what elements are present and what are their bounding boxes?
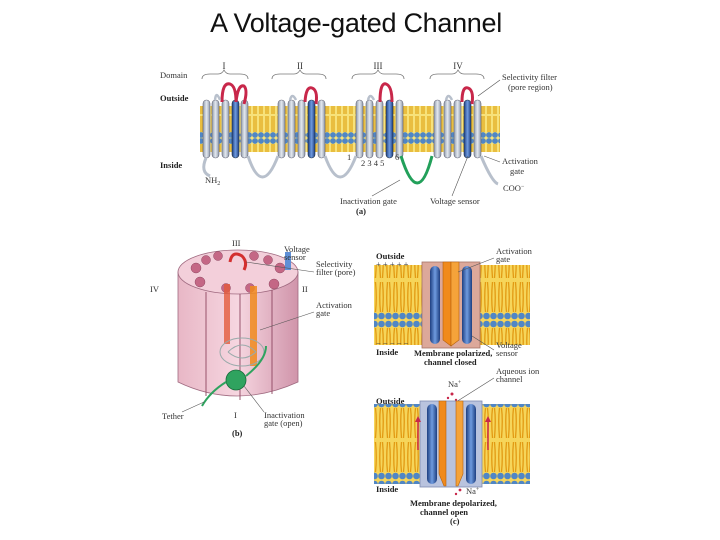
- domain-label: Domain: [160, 70, 188, 80]
- inactivation-gate-ball: [225, 369, 247, 391]
- activation-label-c: Activation: [496, 246, 533, 256]
- domain-label-iv: IV: [453, 61, 463, 71]
- label-iii: III: [232, 238, 241, 248]
- aqueous-label2: channel: [496, 374, 523, 384]
- intracellular-loops: [202, 93, 499, 186]
- voltage-sensor-label-b2: sensor: [284, 252, 306, 262]
- domain-label-i: I: [223, 61, 226, 71]
- panel-c-gating: Outside + + + + + Activation gate − − − …: [374, 246, 540, 526]
- depolarized-label: Membrane depolarized,: [410, 498, 497, 508]
- selectivity-filter-label-a: Selectivity filter: [502, 72, 557, 82]
- domain-label-ii: II: [297, 61, 303, 71]
- outside-label-c2: Outside: [376, 396, 405, 406]
- inactivation-gate-label-a: Inactivation gate: [340, 196, 397, 206]
- label-ii: II: [302, 284, 308, 294]
- segment-6-label: 6: [395, 152, 399, 162]
- segment-1-label: 1: [347, 152, 351, 162]
- selectivity-label-b2: filter (pore): [316, 267, 356, 277]
- panel-b-3d-channel: III IV II I Voltage sensor Selectivity f…: [150, 238, 356, 438]
- domain-ii-helices: [277, 86, 326, 159]
- outside-label-c1: Outside: [376, 251, 405, 261]
- channel-closed-label: channel closed: [424, 357, 477, 367]
- channel-cylinder: [177, 271, 299, 397]
- aqueous-label: Aqueous ion: [496, 366, 540, 376]
- channel-open-label: channel open: [420, 507, 468, 517]
- domain-i-helices: [202, 82, 249, 159]
- panel-b-label: (b): [232, 428, 243, 438]
- coo-label: COO−: [503, 183, 525, 193]
- plus-charges: + + + + +: [376, 259, 409, 269]
- activation-gate-label-a: Activation: [502, 156, 539, 166]
- tether-label: Tether: [162, 411, 184, 421]
- domain-iv-helices: [433, 86, 482, 159]
- selectivity-label-b: Selectivity: [316, 259, 353, 269]
- activation-label-b2: gate: [316, 308, 330, 318]
- inside-label-c2: Inside: [376, 484, 398, 494]
- activation-label-b: Activation: [316, 300, 353, 310]
- activation-gate-label-a2: gate: [510, 166, 524, 176]
- voltage-sensor-label-a: Voltage sensor: [430, 196, 480, 206]
- segment-2345-label: 2 3 4 5: [361, 158, 384, 168]
- inside-label-c1: Inside: [376, 347, 398, 357]
- label-iv: IV: [150, 284, 160, 294]
- domain-iii-helices: [355, 82, 404, 159]
- domain-label-iii: III: [374, 61, 383, 71]
- inside-label-a: Inside: [160, 160, 182, 170]
- panel-a-topology: I II III IV Domain Outside Inside NH2 CO…: [160, 61, 557, 216]
- voltage-sensor-label-c: Voltage: [496, 340, 522, 350]
- voltage-sensor-label-c2: sensor: [496, 348, 518, 358]
- minus-charges: − − − − −: [376, 338, 409, 348]
- outside-label-a: Outside: [160, 93, 189, 103]
- panel-c-label: (c): [450, 516, 460, 526]
- page-title: A Voltage-gated Channel: [210, 8, 502, 38]
- label-i: I: [234, 410, 237, 420]
- na-top: Na+: [448, 379, 462, 389]
- inactivation-label-b: Inactivation: [264, 410, 305, 420]
- pore-region-label: (pore region): [508, 82, 553, 92]
- domain-braces: [201, 69, 485, 80]
- activation-label-c2: gate: [496, 254, 510, 264]
- na-bottom: Na+: [466, 486, 480, 496]
- inactivation-label-b2: gate (open): [264, 418, 303, 428]
- nh2-label: NH2: [205, 175, 220, 187]
- polarized-label: Membrane polarized,: [414, 348, 492, 358]
- panel-a-label: (a): [356, 206, 366, 216]
- voltage-sensor-label-b: Voltage: [284, 244, 310, 254]
